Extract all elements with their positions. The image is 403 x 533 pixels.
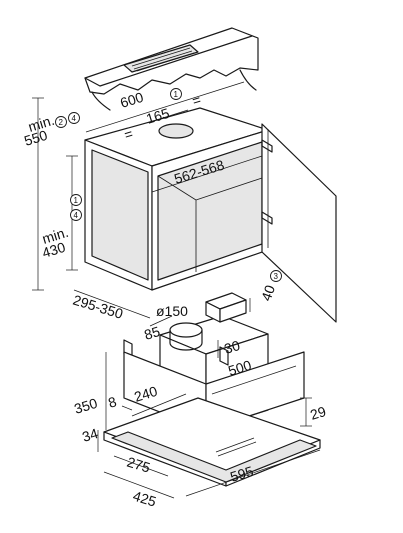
label-min-550: min. xyxy=(26,112,56,135)
ceiling-panel xyxy=(84,27,259,111)
note-marker-1b xyxy=(70,194,82,206)
cabinet-door xyxy=(261,123,337,323)
label-85: 85 xyxy=(142,323,162,343)
note-3-text: 3 xyxy=(274,272,279,281)
label-34: 34 xyxy=(80,425,100,445)
note-4b-text: 4 xyxy=(74,211,79,220)
label-165: 165 xyxy=(144,105,171,127)
note-marker-2a xyxy=(55,116,67,128)
label-600: 600 xyxy=(118,89,145,111)
note-1b-text: 1 xyxy=(74,196,79,205)
label-595: 595 xyxy=(228,463,255,485)
note-marker-1a xyxy=(170,88,182,100)
label-550: 550 xyxy=(22,127,49,149)
note-4a-text: 4 xyxy=(72,114,77,123)
note-marker-4a xyxy=(68,112,80,124)
labels: min. 550 2 4 600 1 = = 165 562-568 min. … xyxy=(22,88,328,510)
label-30: 30 xyxy=(222,337,242,357)
label-40: 40 xyxy=(258,283,278,303)
label-min-430: min. xyxy=(40,224,70,247)
label-350: 350 xyxy=(72,395,99,417)
label-29: 29 xyxy=(308,403,328,423)
note-marker-3 xyxy=(270,270,282,282)
label-eq-right: = xyxy=(190,91,203,109)
label-275: 275 xyxy=(125,454,152,476)
label-8: 8 xyxy=(106,393,118,411)
label-d150: ø150 xyxy=(156,303,188,319)
label-240: 240 xyxy=(132,383,159,405)
note-1a-text: 1 xyxy=(174,90,179,99)
note-marker-4b xyxy=(70,209,82,221)
dimension-lines xyxy=(32,81,321,499)
wall-cabinet xyxy=(84,107,269,291)
label-500: 500 xyxy=(226,357,253,379)
label-295-350: 295-350 xyxy=(71,292,125,322)
label-425: 425 xyxy=(131,488,158,510)
note-2a-text: 2 xyxy=(59,118,64,127)
label-430: 430 xyxy=(40,239,67,261)
